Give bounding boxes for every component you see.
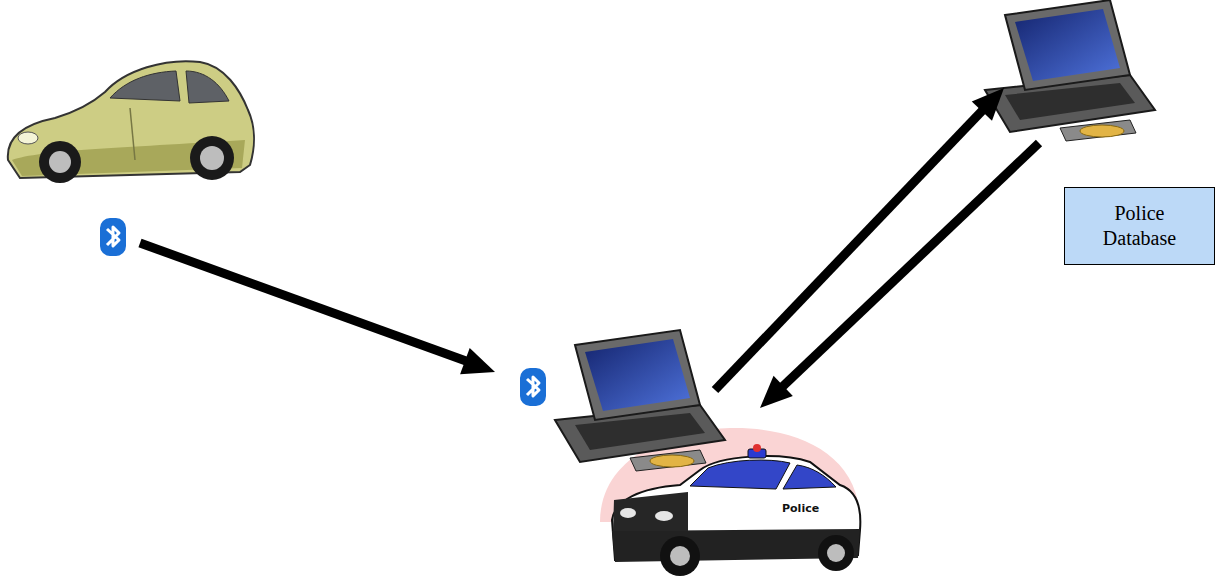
bluetooth-icon	[519, 367, 547, 407]
arrow-connector	[760, 143, 1039, 408]
bluetooth-icon	[99, 217, 127, 257]
arrow-line	[780, 143, 1039, 389]
laptop	[555, 330, 725, 471]
arrow-head	[760, 376, 793, 408]
node-label: Police	[782, 502, 819, 515]
arrow-connector	[715, 88, 1004, 390]
wireless-arrow	[140, 243, 495, 374]
database-box: Police Database	[1064, 187, 1215, 265]
node-label: Police Database	[1085, 201, 1195, 251]
sports-car	[8, 61, 254, 183]
arrow-line	[715, 108, 985, 390]
police-car-node: Police	[560, 330, 860, 578]
laptop	[985, 0, 1155, 141]
arrow-head	[972, 88, 1004, 121]
